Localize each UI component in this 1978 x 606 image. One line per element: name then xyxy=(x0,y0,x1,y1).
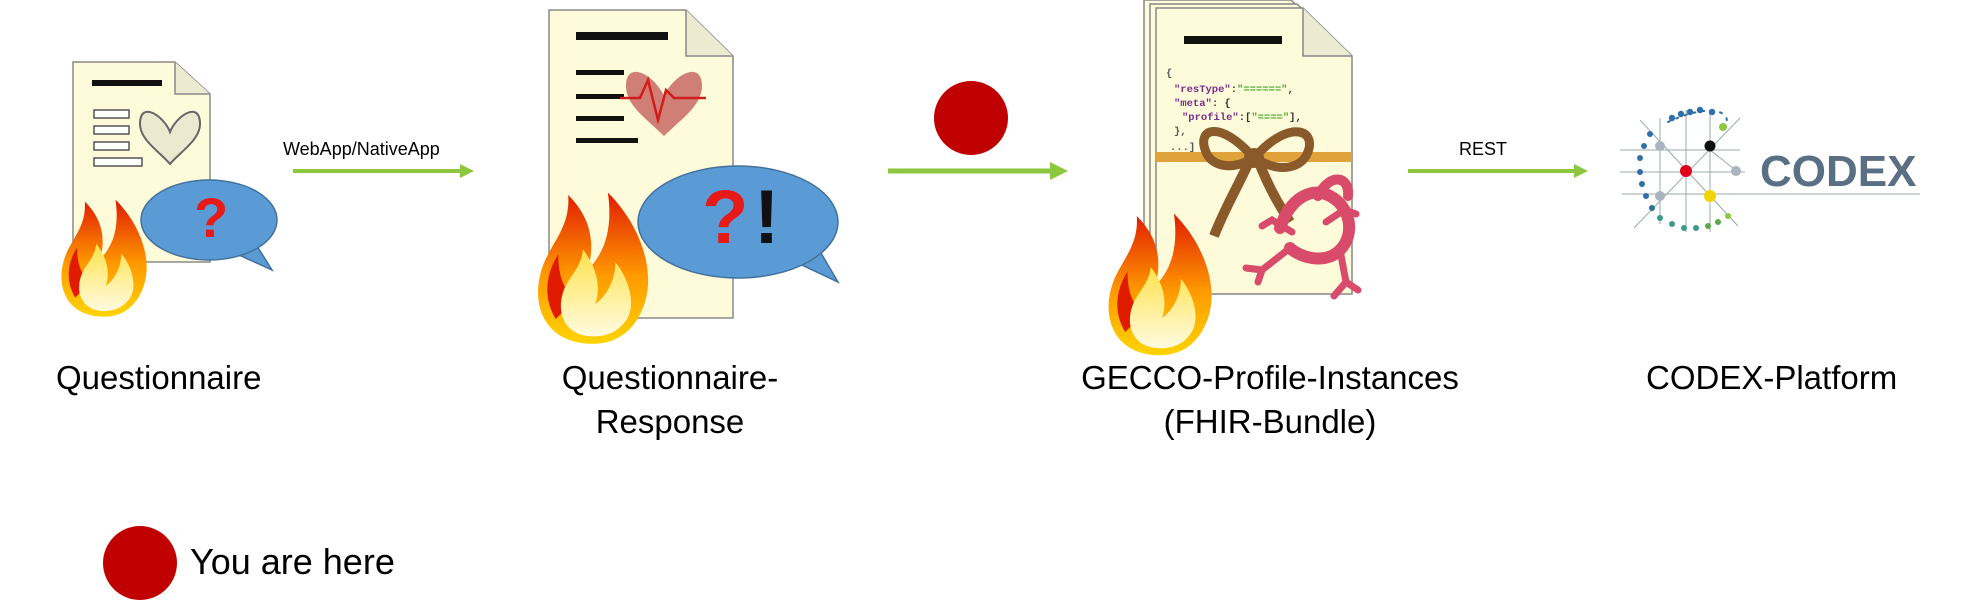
legend-marker xyxy=(103,526,177,600)
question-mark: ? xyxy=(702,175,749,260)
codex-logo-text: CODEX xyxy=(1760,147,1916,196)
arrow-webapp xyxy=(293,164,474,178)
json-line: "meta": { xyxy=(1174,98,1231,110)
arrow-label-rest: REST xyxy=(1459,139,1508,159)
stage-label-response: Questionnaire- Response xyxy=(520,356,820,444)
stage-label-line: Questionnaire- xyxy=(561,359,779,396)
arrow-label-webapp: WebApp/NativeApp xyxy=(283,139,440,159)
json-snippet: { "resType":"======", "meta": { "profile… xyxy=(1166,68,1302,154)
json-line: ...] xyxy=(1170,142,1195,154)
question-bubble-icon xyxy=(140,179,278,272)
arrow-rest xyxy=(1408,164,1588,178)
codex-logo: CODEX xyxy=(1620,106,1920,232)
json-line: { xyxy=(1166,68,1172,80)
question-exclamation-bubble-icon xyxy=(637,165,840,284)
json-line: }, xyxy=(1174,126,1187,138)
legend-label: You are here xyxy=(190,541,395,582)
question-mark: ? xyxy=(194,186,229,249)
questionnaire-icon xyxy=(72,61,211,263)
arrow-transform xyxy=(888,162,1068,180)
fhir-bundle-icon xyxy=(1143,0,1362,300)
json-line: "profile":["===="], xyxy=(1182,112,1302,124)
stage-label-codex: CODEX-Platform xyxy=(1646,359,1898,396)
exclamation-mark: ! xyxy=(754,175,780,260)
stage-label-questionnaire: Questionnaire xyxy=(56,359,262,396)
stage-label-line: (FHIR-Bundle) xyxy=(1163,403,1377,440)
stage-label-line: GECCO-Profile-Instances xyxy=(1081,359,1459,396)
json-line: "resType":"======", xyxy=(1174,84,1294,96)
stage-label-bundle: GECCO-Profile-Instances (FHIR-Bundle) xyxy=(1030,356,1510,444)
stage-label-line: Response xyxy=(595,403,745,440)
you-are-here-marker xyxy=(934,81,1008,155)
